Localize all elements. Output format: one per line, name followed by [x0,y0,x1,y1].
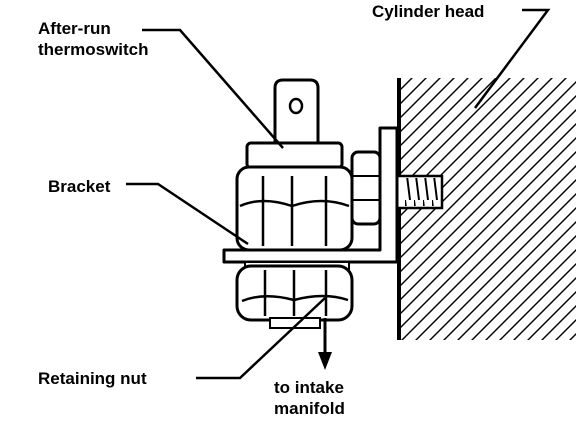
retaining-nut [235,264,354,322]
intake-arrow [318,318,332,370]
label-intake-manifold: to intake manifold [274,377,345,419]
label-retaining-nut: Retaining nut [38,369,147,388]
label-intake-line1: to intake [274,378,344,397]
thermoswitch-cap [245,141,344,170]
label-after-run-thermoswitch: After-run thermoswitch [38,18,149,60]
bracket [222,126,399,264]
leader-lines [126,8,551,380]
label-after-run-line1: After-run [38,19,111,38]
label-intake-line2: manifold [274,399,345,418]
spade-terminal [273,78,320,148]
leader-after-run [142,28,284,149]
thermoswitch-hex [235,165,354,252]
leader-retaining-nut [196,297,326,380]
leader-bracket [126,182,249,246]
label-bracket: Bracket [48,177,111,196]
sensor-tip [269,317,321,329]
leader-cylinder-head [473,8,551,109]
label-after-run-line2: thermoswitch [38,40,149,59]
label-cylinder-head: Cylinder head [372,2,485,21]
